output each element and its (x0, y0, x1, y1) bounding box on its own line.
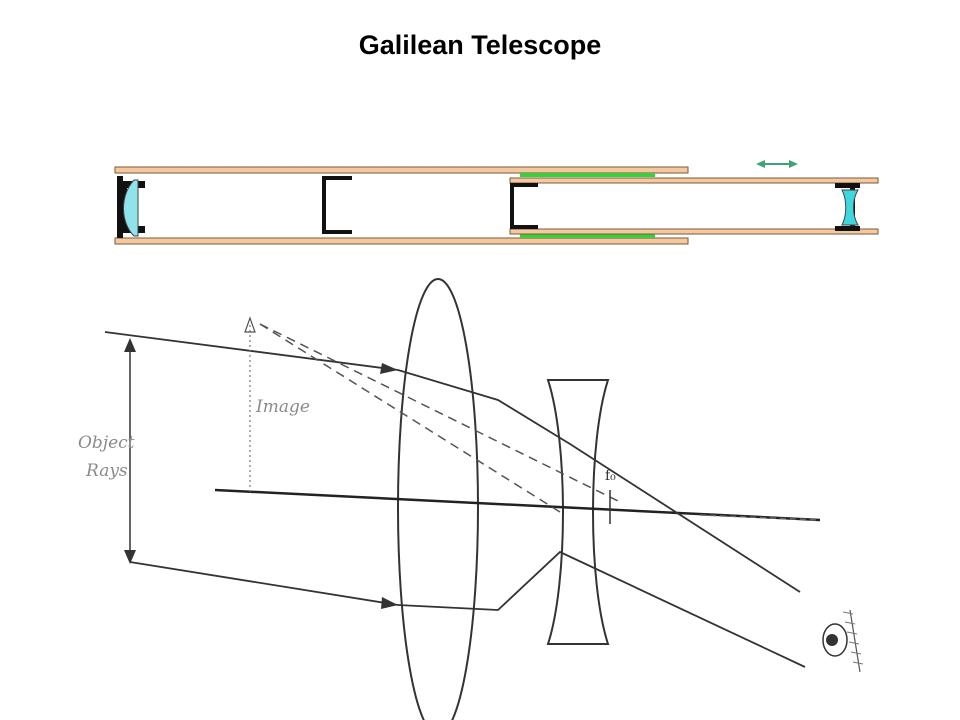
image-label: Image (255, 397, 310, 417)
focal-mark-label: f₀ (605, 468, 616, 484)
optical-axis-tail (699, 514, 821, 521)
outer-tube-top-wall (114, 166, 689, 174)
virtual-ray-1 (259, 323, 621, 503)
virtual-ray-2 (259, 323, 561, 513)
inner-tube-top-wall (509, 177, 879, 184)
baffle-stop-2 (510, 183, 538, 229)
telescope-cross-section (114, 160, 879, 245)
felt-strip-bottom (520, 234, 655, 238)
objective-convex-lens (397, 278, 479, 720)
eyepiece-lens (835, 183, 860, 231)
outer-tube-bottom-wall (114, 237, 689, 245)
object-label-line2: Rays (85, 461, 128, 481)
concave-lens-icon (841, 189, 859, 226)
ray-diagram: Object Rays Image f₀ (78, 278, 864, 720)
inner-tube-bottom-wall (509, 228, 879, 235)
felt-strip-top (520, 173, 655, 177)
lower-incoming-ray (129, 561, 399, 606)
double-arrow-icon (756, 160, 798, 168)
optical-axis (214, 488, 821, 522)
upper-incoming-ray (104, 331, 399, 371)
object-label-line1: Object (78, 433, 135, 453)
eyepiece-concave-lens (546, 379, 610, 645)
page-title: Galilean Telescope (358, 30, 602, 60)
eye-icon (822, 609, 864, 673)
convex-lens-icon (123, 179, 139, 237)
baffle-stop-1 (322, 176, 352, 234)
objective-lens (117, 176, 145, 238)
